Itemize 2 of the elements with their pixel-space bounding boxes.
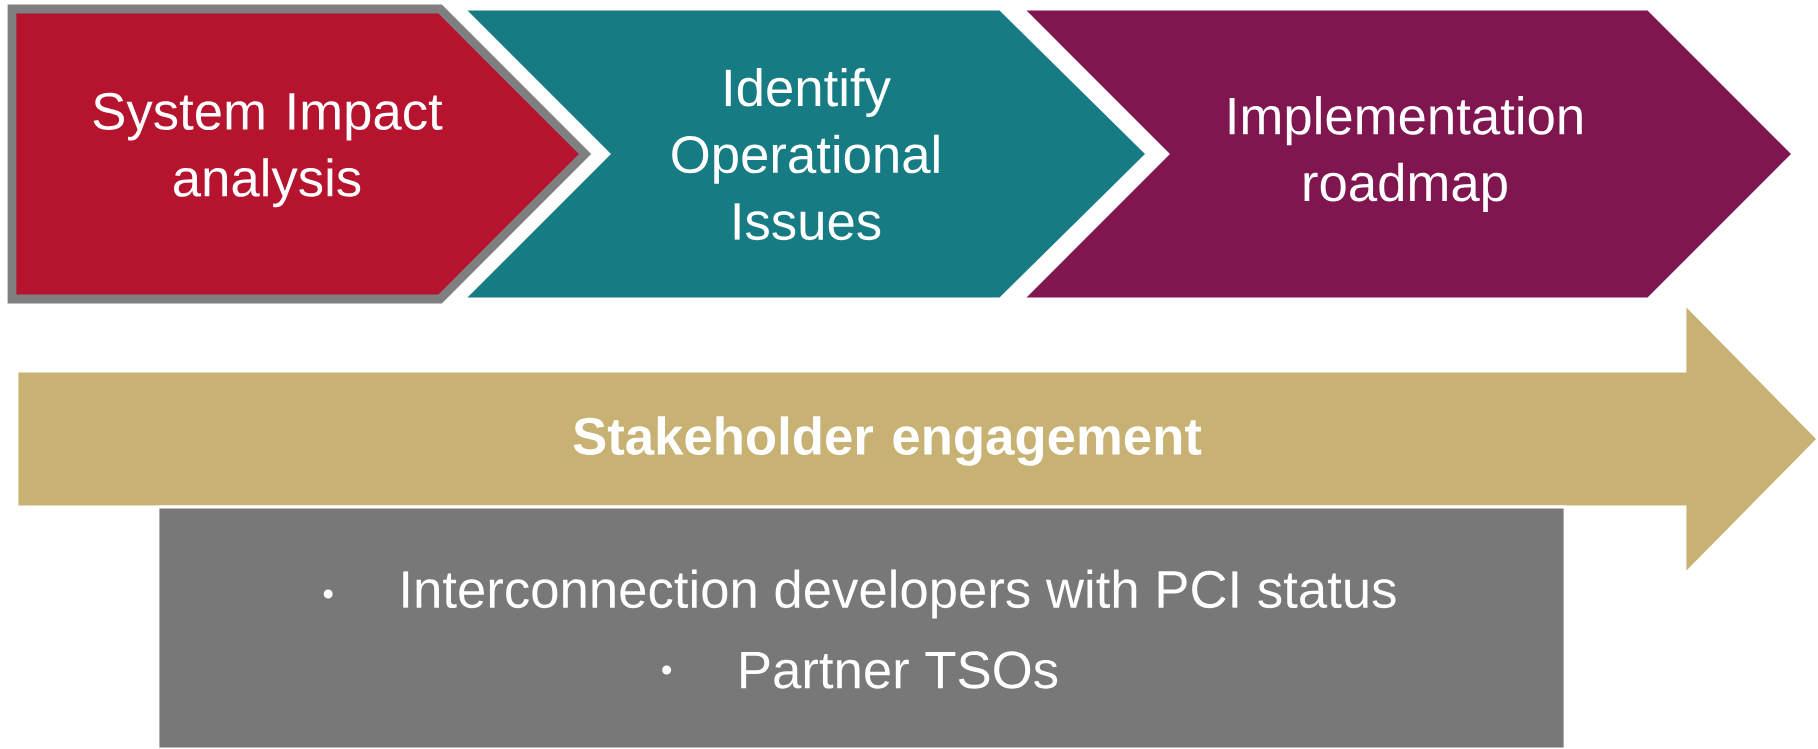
- process-step: System Impact analysis: [7, 4, 592, 304]
- text-panel: Interconnection developers with PCI status Partner TSOs: [156, 505, 1567, 749]
